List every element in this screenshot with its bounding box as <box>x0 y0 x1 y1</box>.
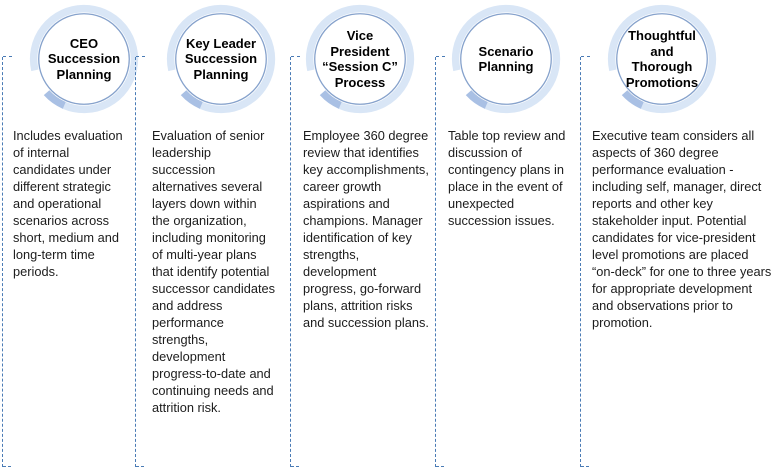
column-scenario-planning: Scenario Planning Table top review and d… <box>433 0 578 470</box>
dashed-bracket-line <box>2 56 13 467</box>
column-ceo-succession: CEO Succession Planning Includes evaluat… <box>0 0 139 470</box>
dashed-bracket-line <box>435 56 446 467</box>
circle-ring-graphic <box>305 4 415 114</box>
dashed-bracket-line <box>290 56 301 467</box>
column-description: Includes evaluation of internal candidat… <box>13 128 123 279</box>
circle-ring-graphic <box>451 4 561 114</box>
circle-ring-graphic <box>166 4 276 114</box>
circle-title: Scenario Planning <box>478 43 534 75</box>
circle-title: Key Leader Succession Planning <box>184 35 258 82</box>
column-thorough-promotions: Thoughtful and Thorough Promotions Execu… <box>578 0 775 470</box>
circle-title: CEO Succession Planning <box>47 35 121 82</box>
circle-session-c-process: Vice President “Session C” Process <box>304 3 416 115</box>
column-description: Evaluation of senior leadership successi… <box>152 128 276 415</box>
circle-ring-graphic <box>607 4 717 114</box>
column-description: Employee 360 degree review that identifi… <box>303 128 429 330</box>
circle-scenario-planning: Scenario Planning <box>450 3 562 115</box>
dashed-bracket-line <box>135 56 146 467</box>
circle-ceo-succession: CEO Succession Planning <box>28 3 140 115</box>
circle-title: Vice President “Session C” Process <box>322 28 398 90</box>
dashed-bracket-line <box>580 56 591 467</box>
column-session-c-process: Vice President “Session C” Process Emplo… <box>288 0 433 470</box>
circle-title: Thoughtful and Thorough Promotions <box>625 28 699 90</box>
column-key-leader-succession: Key Leader Succession Planning Evaluatio… <box>133 0 288 470</box>
column-description: Table top review and discussion of conti… <box>448 128 566 228</box>
circle-key-leader-succession: Key Leader Succession Planning <box>165 3 277 115</box>
column-description: Executive team considers all aspects of … <box>592 128 772 330</box>
circle-ring-graphic <box>29 4 139 114</box>
circle-thorough-promotions: Thoughtful and Thorough Promotions <box>606 3 718 115</box>
